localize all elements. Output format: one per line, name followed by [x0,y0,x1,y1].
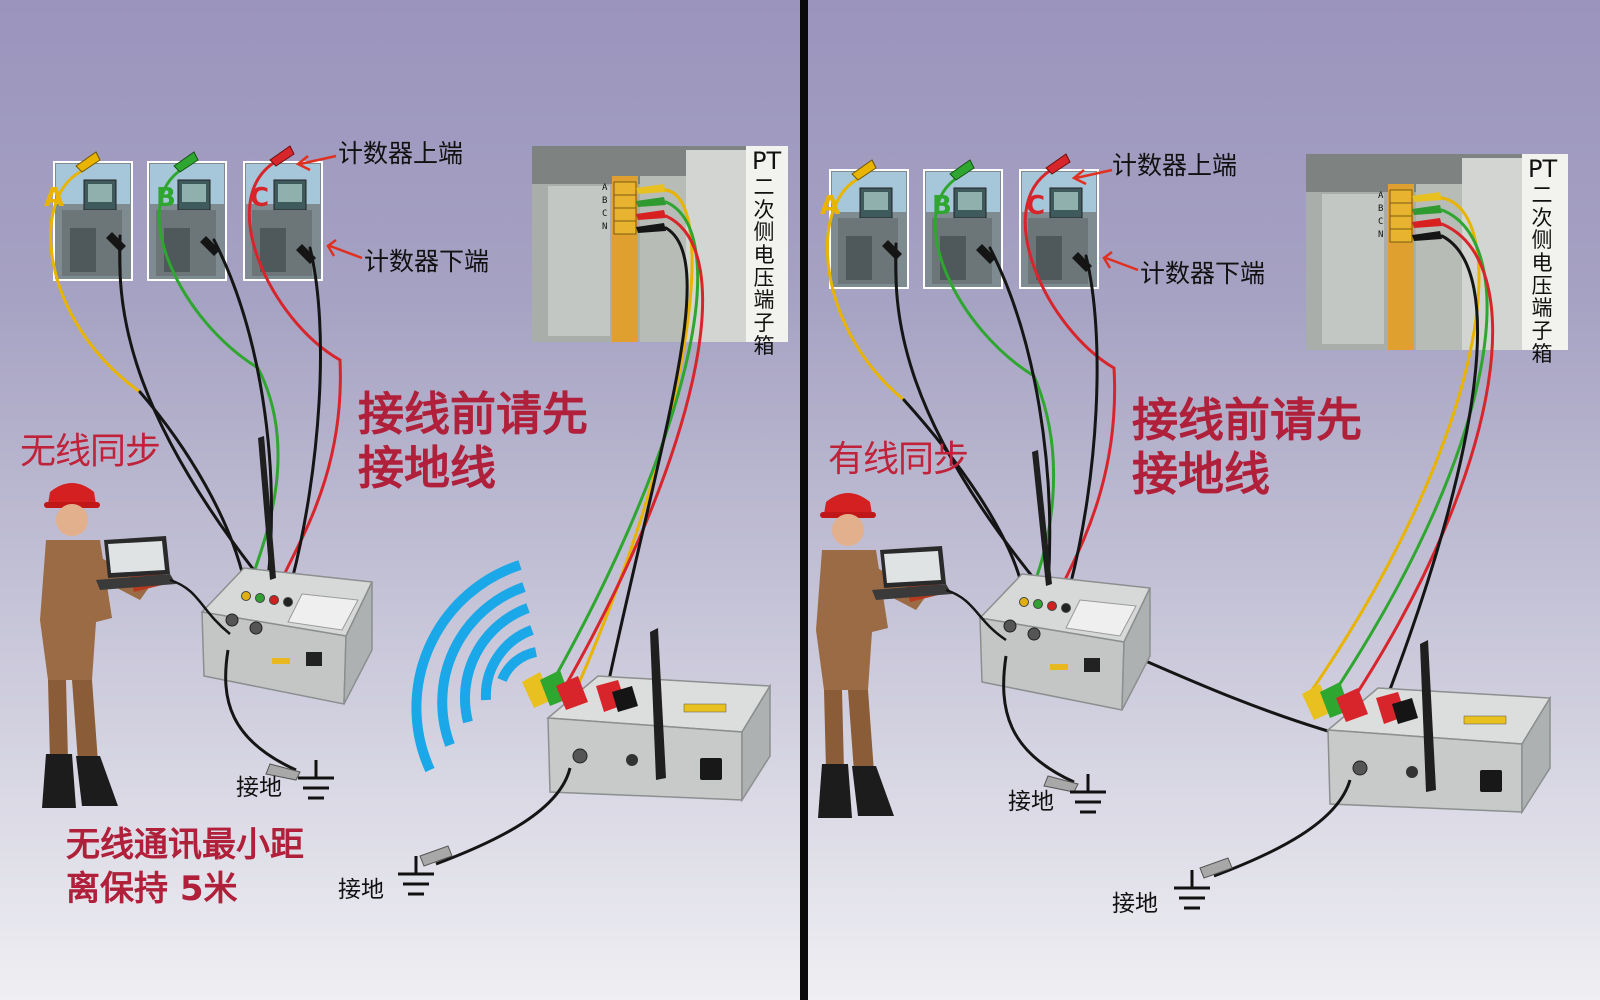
pt-subtitle: 二次侧电压端子箱 [753,175,775,358]
antenna-icon [1032,450,1052,586]
tester-device [978,573,1152,711]
worker-figure [40,483,166,808]
svg-text:B: B [602,196,607,206]
phase-label-c: C [1026,191,1046,221]
phase-label-b: B [156,183,176,213]
svg-text:A: A [602,183,608,193]
arrow-icon [1071,168,1113,186]
sync-mode-label: 无线同步 [20,431,161,472]
arrow-icon [295,154,337,172]
sync-mode-label: 有线同步 [828,439,969,480]
pt-wires [546,188,705,696]
pt-title: PT [1528,155,1558,183]
svg-text:A: A [1378,191,1384,201]
arrester-clamps [851,153,1092,272]
ground-label-1: 接地 [236,775,282,801]
receiver-unit [1302,640,1552,815]
warning-line-1: 接线前请先 [358,387,588,441]
arrester-clamps [75,145,316,264]
phase-label-a: A [44,183,65,213]
wireless-receiver-unit [522,628,772,803]
ground-symbol-icon [398,856,434,896]
svg-text:N: N [1378,230,1383,240]
wired-sync-panel: A B C N [808,0,1600,1000]
laptop-cable [169,578,231,635]
counter-top-label: 计数器上端 [338,139,464,168]
pt-title: PT [752,147,782,175]
warning-line-2: 接地线 [1132,447,1270,501]
laptop-icon [872,546,952,600]
laptop-cable [945,588,1007,642]
arrow-icon [1102,251,1139,272]
ground-label-2: 接地 [1112,891,1158,917]
warning-line-2: 接地线 [358,441,496,495]
wireless-sync-panel: A B C N [0,0,800,1000]
svg-text:C: C [602,209,607,219]
wireless-signal-icon [411,560,538,773]
warning-line-1: 接线前请先 [1132,393,1362,447]
laptop-icon [96,536,176,590]
svg-text:B: B [1378,204,1383,214]
pt-subtitle: 二次侧电压端子箱 [1531,183,1553,366]
counter-top-label: 计数器上端 [1112,151,1238,180]
svg-text:C: C [1378,217,1383,227]
counter-bottom-label: 计数器下端 [364,247,490,276]
wired-diagram-graphics: A B C N [816,153,1568,910]
phase-label-a: A [820,191,841,221]
svg-text:N: N [602,222,607,232]
ground-label-1: 接地 [1008,789,1054,815]
tester-device [200,567,374,705]
pt-wires [1306,196,1495,702]
phase-label-b: B [932,191,952,221]
arrow-icon [326,239,363,260]
panel-divider [800,0,808,1000]
ground-clamps [265,763,453,867]
arrester-photo-a [53,161,133,281]
ground-wires [1002,655,1352,878]
arrester-wires [825,168,1117,588]
worker-figure [816,493,942,818]
distance-note-line-1: 无线通讯最小距 [66,825,304,865]
counter-bottom-label: 计数器下端 [1140,259,1266,288]
ground-symbol-icon [1174,870,1210,910]
ground-label-2: 接地 [338,877,384,903]
antenna-icon [258,436,276,580]
distance-note-line-2: 离保持 5米 [66,869,238,909]
pt-terminal-box-photo: A B C N [532,146,788,342]
ground-wires [224,649,572,866]
pt-terminal-box-photo: A B C N [1306,154,1568,350]
ground-symbol-icon [298,760,334,800]
ground-symbol-icon [1070,774,1106,814]
wireless-diagram-graphics: A B C N [40,145,788,896]
phase-label-c: C [250,183,270,213]
